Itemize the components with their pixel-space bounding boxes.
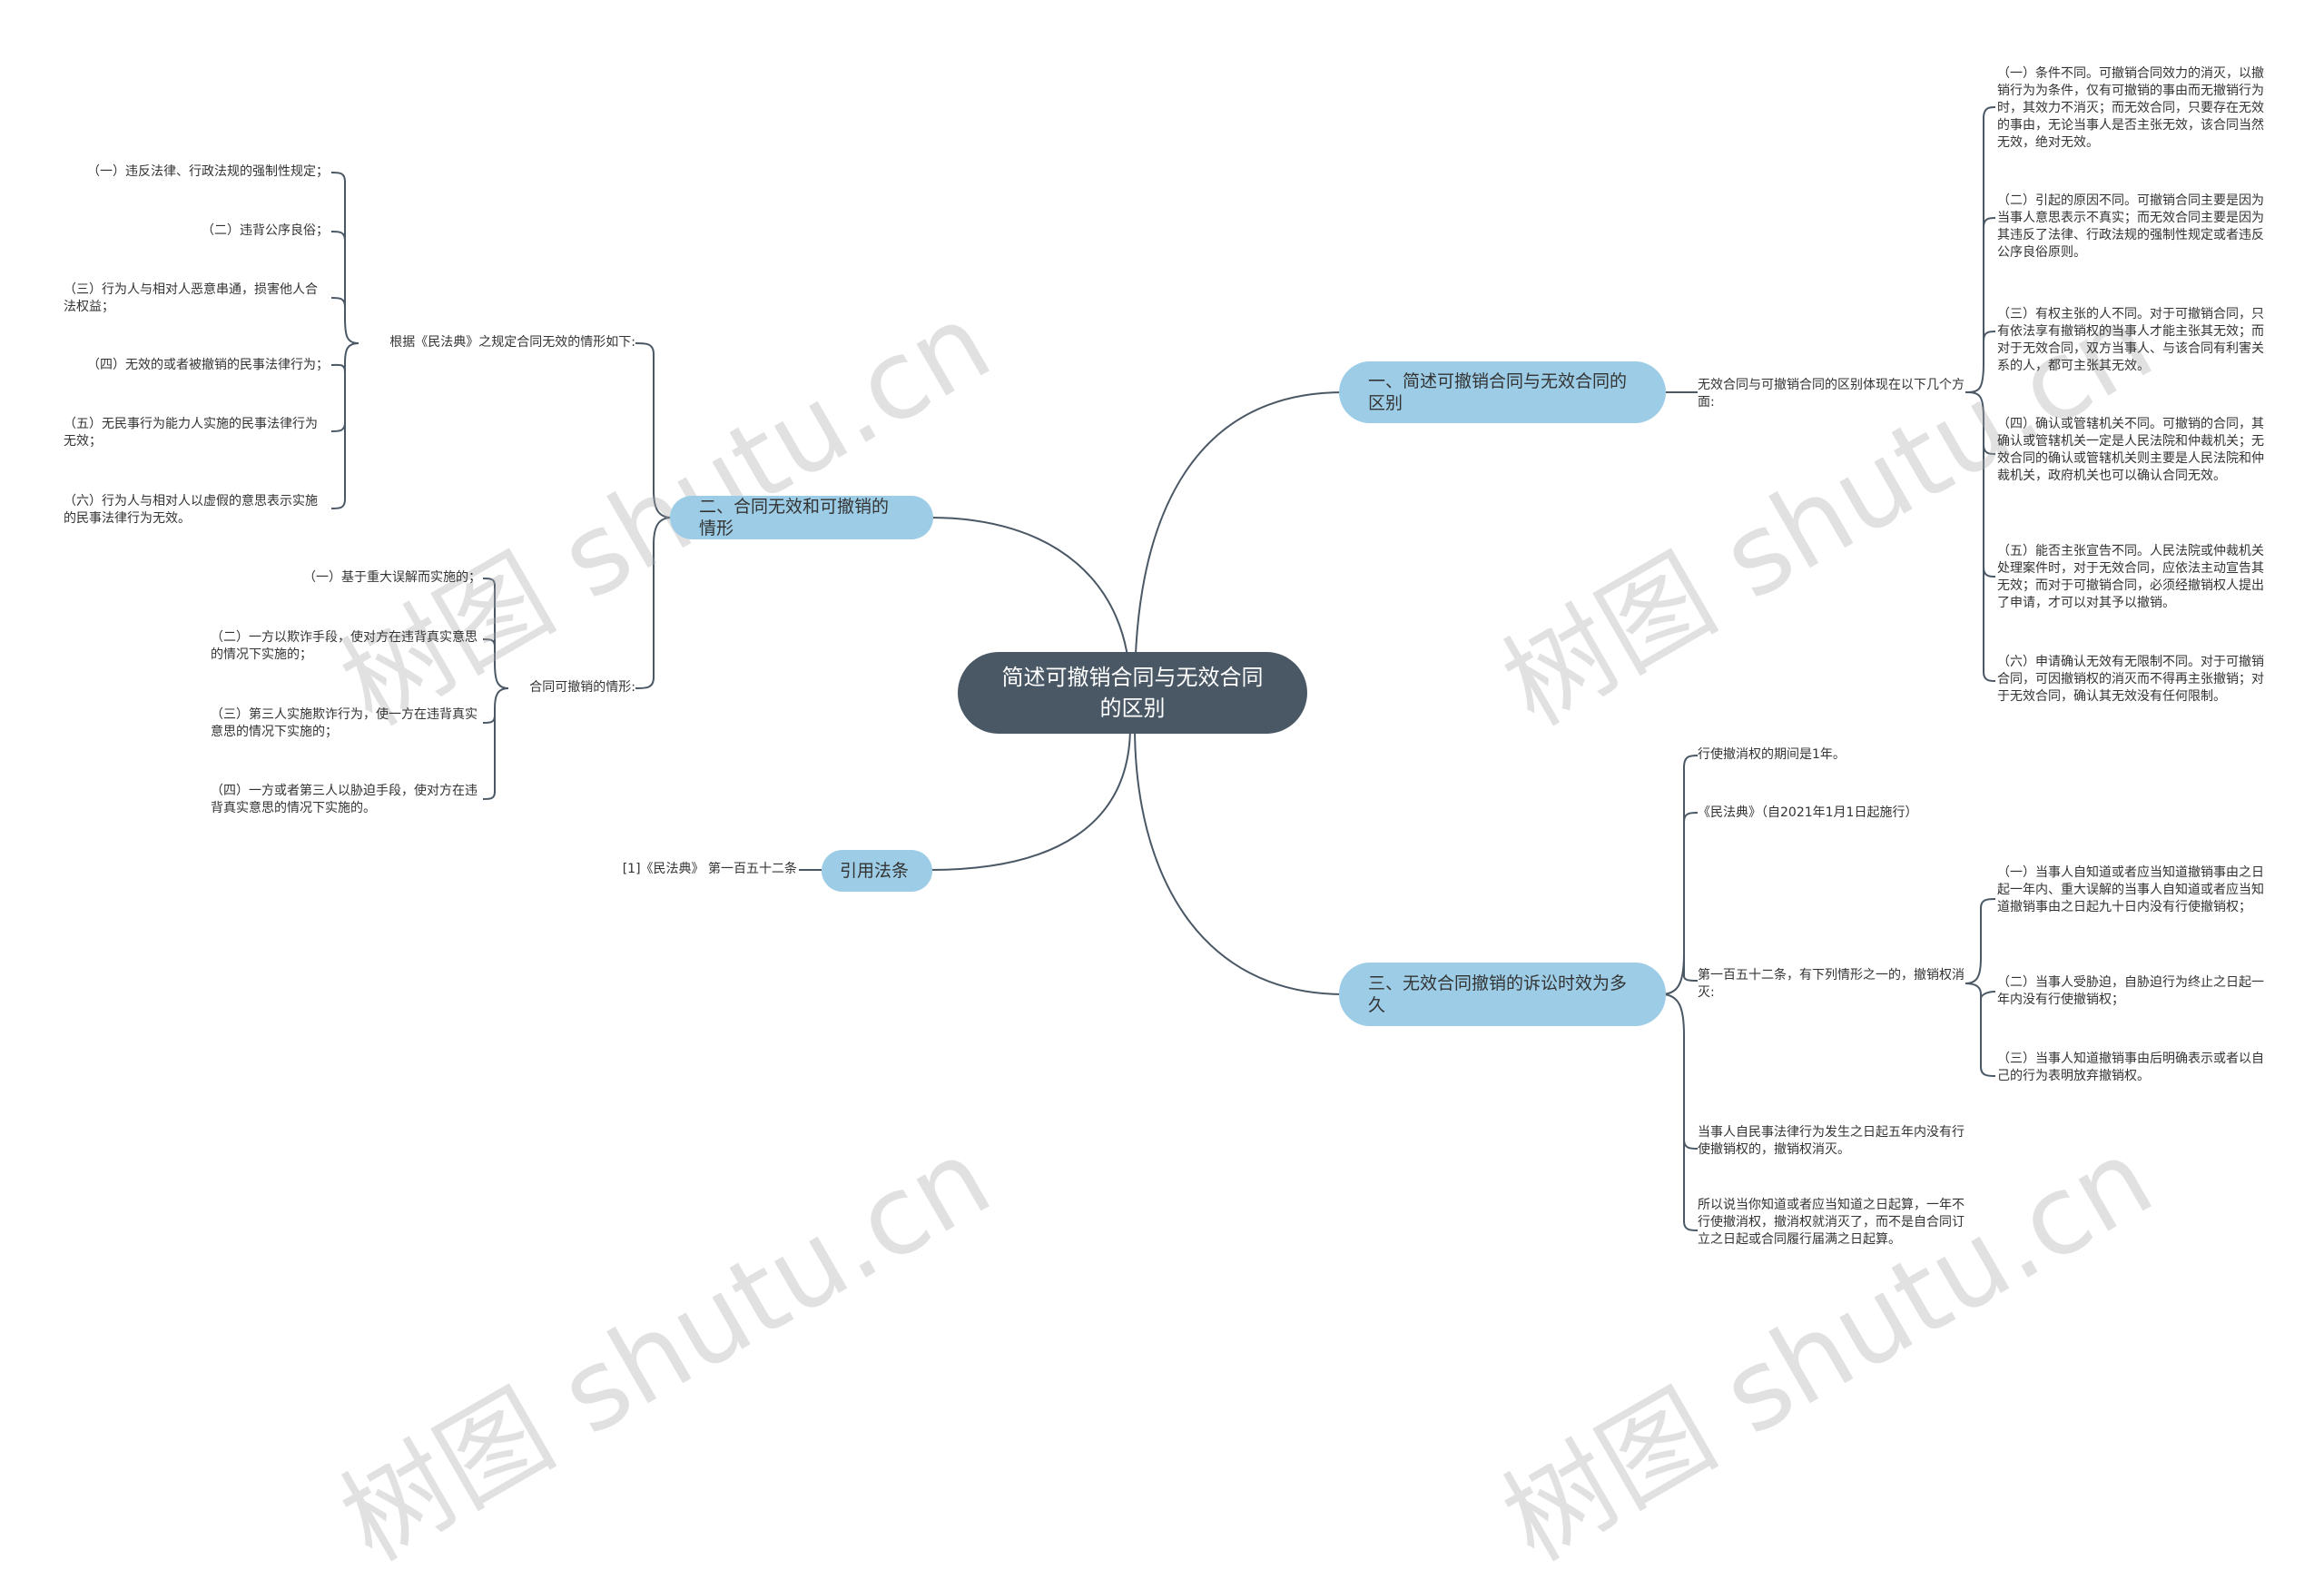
branch2-group1-label: 根据《民法典》之规定合同无效的情形如下: [389, 335, 635, 350]
mind-map: 树图 shutu.cn 树图 shutu.cn 树图 shutu.cn 树图 s… [64, 66, 2264, 1585]
branch3-item-3-sub-3: （三）当事人知道撤销事由后明确表示或者以自己的行为表明放弃撤销权。 [1997, 1052, 2264, 1083]
branch4-item: [1]《民法典》 第一百五十二条 [622, 862, 797, 876]
branch1-item-3: （三）有权主张的人不同。对于可撤销合同，只有依法享有撤销权的当事人才能主张其无效… [1997, 307, 2264, 373]
branch2-group2-item-4: （四）一方或者第三人以胁迫手段，使对方在违背真实意思的情况下实施的。 [211, 784, 478, 815]
branch2-group1-item-4: （四）无效的或者被撤销的民事法律行为； [87, 358, 329, 372]
branch2-group2-item-2: （二）一方以欺诈手段，使对方在违背真实意思的情况下实施的； [211, 630, 478, 662]
branch1-item-1: （一）条件不同。可撤销合同效力的消灭，以撤销行为为条件，仅有可撤销的事由而无撤销… [1997, 66, 2264, 150]
branch-node-4[interactable]: 引用法条 [822, 850, 932, 892]
branch3-item-2: 《民法典》（自2021年1月1日起施行） [1698, 805, 1918, 820]
branch-node-1[interactable]: 一、简述可撤销合同与无效合同的区别 [1339, 361, 1666, 423]
branch3-item-3-sub-1: （一）当事人自知道或者应当知道撤销事由之日起一年内、重大误解的当事人自知道或者应… [1997, 865, 2264, 914]
branch2-group1-item-2: （二）违背公序良俗； [202, 223, 329, 238]
branch3-item-3-sub-2: （二）当事人受胁迫，自胁迫行为终止之日起一年内没有行使撤销权； [1997, 975, 2264, 1007]
branch2-group1-item-6: （六）行为人与相对人以虚假的意思表示实施的民事法律行为无效。 [64, 494, 318, 526]
branch2-group1-item-1: （一）违反法律、行政法规的强制性规定； [87, 164, 329, 179]
branch3-item-4: 当事人自民事法律行为发生之日起五年内没有行使撤销权的，撤销权消灭。 [1698, 1125, 1965, 1157]
link-root-b2 [930, 517, 1131, 691]
link-root-b4 [930, 726, 1131, 871]
branch2-group1-item-3: （三）行为人与相对人恶意串通，损害他人合法权益； [64, 282, 318, 314]
branch-node-3[interactable]: 三、无效合同撤销的诉讼时效为多久 [1339, 963, 1666, 1026]
root-node[interactable]: 简述可撤销合同与无效合同的区别 [958, 652, 1307, 734]
branch1-item-5: （五）能否主张宣告不同。人民法院或仲裁机关处理案件时，对于无效合同，应依法主动宣… [1997, 544, 2264, 610]
branch3-item-5: 所以说当你知道或者应当知道之日起算，一年不行使撤消权，撤消权就消灭了，而不是自合… [1698, 1198, 1965, 1247]
branch2-group2-label: 合同可撤销的情形: [529, 680, 635, 695]
branch1-item-2: （二）引起的原因不同。可撤销合同主要是因为当事人意思表示不真实；而无效合同主要是… [1997, 193, 2264, 260]
branch2-group2-item-3: （三）第三人实施欺诈行为，使一方在违背真实意思的情况下实施的； [211, 707, 478, 739]
link-root-b3 [1134, 726, 1344, 995]
connector-lines [330, 106, 1996, 1231]
branch-node-2[interactable]: 二、合同无效和可撤销的情形 [670, 496, 933, 539]
branch2-group1-item-5: （五）无民事行为能力人实施的民事法律行为无效； [64, 417, 318, 449]
branch-label-3: 三、无效合同撤销的诉讼时效为多久 [1368, 973, 1628, 1015]
branch1-item-6: （六）申请确认无效有无限制不同。对于可撤销合同，可因撤销权的消灭而不得再主张撤销… [1997, 655, 2264, 704]
branch3-item-3-label: 第一百五十二条，有下列情形之一的，撤销权消灭: [1698, 968, 1965, 1000]
link-root-b1 [1134, 391, 1344, 691]
branch-label-2: 二、合同无效和可撤销的情形 [699, 497, 890, 538]
branch1-intro: 无效合同与可撤销合同的区别体现在以下几个方面: [1698, 378, 1965, 410]
branch1-item-4: （四）确认或管辖机关不同。可撤销的合同，其确认或管辖机关一定是人民法院和仲裁机关… [1997, 417, 2264, 483]
branch-label-4: 引用法条 [840, 861, 910, 881]
branch2-group2-item-1: （一）基于重大误解而实施的； [303, 570, 481, 585]
branch-label-1: 一、简述可撤销合同与无效合同的区别 [1368, 371, 1628, 413]
root-label: 简述可撤销合同与无效合同的区别 [1001, 665, 1264, 721]
branch3-item-1: 行使撤消权的期间是1年。 [1698, 747, 1846, 762]
